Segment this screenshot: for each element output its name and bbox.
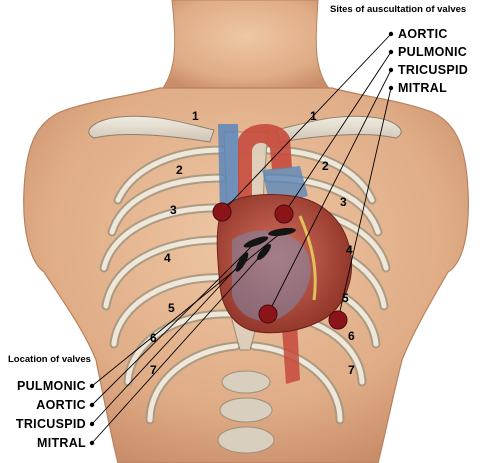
rib-right-highlight-3 [101, 205, 227, 271]
rib-number-right-1: 1 [192, 109, 199, 123]
auscultation-leader-lines [221, 33, 392, 321]
rib-right-highlight-1 [115, 147, 225, 203]
auscultation-label-aortic: AORTIC [398, 27, 448, 41]
right-ventricle [232, 230, 311, 321]
auscultation-marker-pulmonic [274, 204, 294, 224]
auscultation-label-dot-mitral [388, 85, 394, 91]
coronary-vessel [298, 215, 317, 301]
rib-number-right-2: 2 [176, 163, 183, 177]
auscultation-label-pulmonic: PULMONIC [398, 45, 467, 59]
valve-marker-tricuspid [235, 252, 249, 272]
rib-number-left-1: 1 [310, 109, 317, 123]
valve-line-mitral [91, 251, 265, 444]
rib-number-left-2: 2 [322, 159, 329, 173]
valve-leader-lines [91, 231, 283, 444]
rib-number-left-6: 6 [348, 329, 355, 343]
auscultation-line-mitral [337, 87, 392, 321]
valve-label-dot-mitral [89, 440, 95, 446]
rib-number-right-5: 5 [168, 301, 175, 315]
rib-right-highlight-6 [125, 311, 235, 385]
auscultation-marker-mitral [328, 310, 348, 330]
valve-label-pulmonic: PULMONIC [17, 379, 86, 393]
valve-label-dot-aortic [89, 402, 95, 408]
valve-line-aortic [91, 241, 257, 406]
valve-line-tricuspid [91, 261, 243, 425]
rib-number-left-4: 4 [346, 243, 353, 257]
valve-marker-aortic [243, 236, 269, 248]
superior-vena-cava [218, 124, 240, 214]
rib-right-highlight-7 [147, 343, 239, 423]
rib-number-right-6: 6 [150, 331, 157, 345]
rib-number-left-3: 3 [340, 195, 347, 209]
auscultation-markers [212, 202, 348, 330]
valve-label-tricuspid: TRICUSPID [16, 417, 86, 431]
valve-label-mitral: MITRAL [37, 436, 86, 450]
valve-label-aortic: AORTIC [36, 398, 86, 412]
valve-marker-mitral [257, 244, 271, 260]
auscultation-line-aortic [221, 33, 392, 213]
rib-number-left-5: 5 [342, 291, 349, 305]
valve-line-pulmonic [91, 231, 283, 387]
auscultation-marker-tricuspid [258, 304, 278, 324]
rib-right-highlight-2 [109, 175, 225, 235]
rib-right-highlight-4 [103, 237, 229, 309]
auscultation-line-pulmonic [283, 51, 392, 215]
valve-label-dot-tricuspid [89, 421, 95, 427]
rib-left-highlight-7 [251, 343, 343, 423]
auscultation-label-mitral: MITRAL [398, 81, 447, 95]
vertebrae [217, 370, 275, 454]
rib-right-highlight-5 [111, 275, 231, 347]
auscultation-marker-aortic [212, 202, 232, 222]
rib-number-right-3: 3 [170, 203, 177, 217]
location-heading: Location of valves [8, 354, 91, 365]
label-dots [89, 31, 394, 446]
valve-markers [235, 228, 296, 272]
auscultation-heading: Sites of auscultation of valves [330, 4, 466, 15]
rib-number-left-7: 7 [348, 363, 355, 377]
rib-number-right-7: 7 [150, 363, 157, 377]
auscultation-label-tricuspid: TRICUSPID [398, 63, 468, 77]
right-clavicle [88, 115, 215, 143]
auscultation-line-tricuspid [267, 69, 392, 315]
rib-number-right-4: 4 [164, 251, 171, 265]
neck [158, 0, 334, 93]
valve-label-dot-pulmonic [89, 383, 95, 389]
valve-marker-pulmonic [268, 228, 296, 236]
ribs-right-highlight [101, 147, 239, 423]
auscultation-label-dot-pulmonic [388, 49, 394, 55]
auscultation-label-dot-tricuspid [388, 67, 394, 73]
auscultation-label-dot-aortic [388, 31, 394, 37]
